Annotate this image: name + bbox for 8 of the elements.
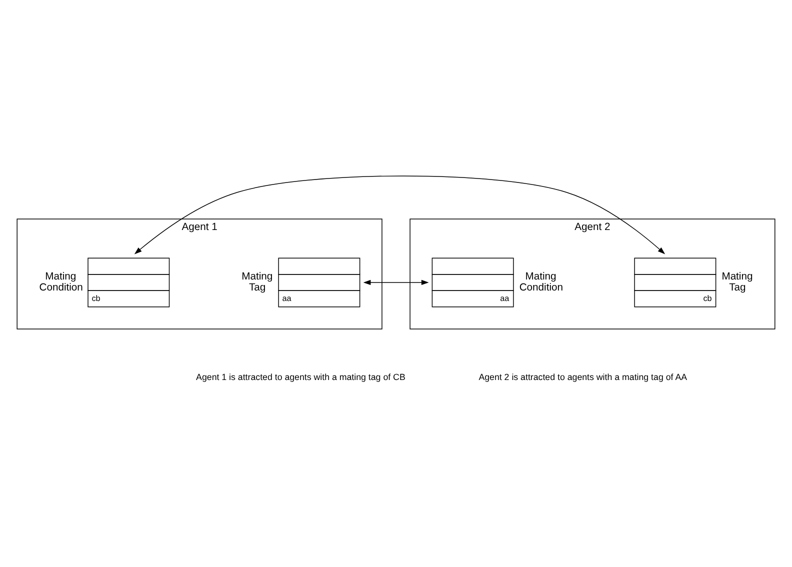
node-label: Mating Tag [722,272,753,294]
label: Agent 2 is attracted to agents with a mating tag of AA [478,372,688,382]
arrow [134,176,666,254]
node-label: Mating Condition [39,272,83,294]
arrow [363,280,429,286]
label: Agent 1 is attracted to agents with a mating tag of CB [196,372,406,382]
node-label: Mating Tag [242,272,273,294]
node-label: Mating Condition [519,272,563,294]
